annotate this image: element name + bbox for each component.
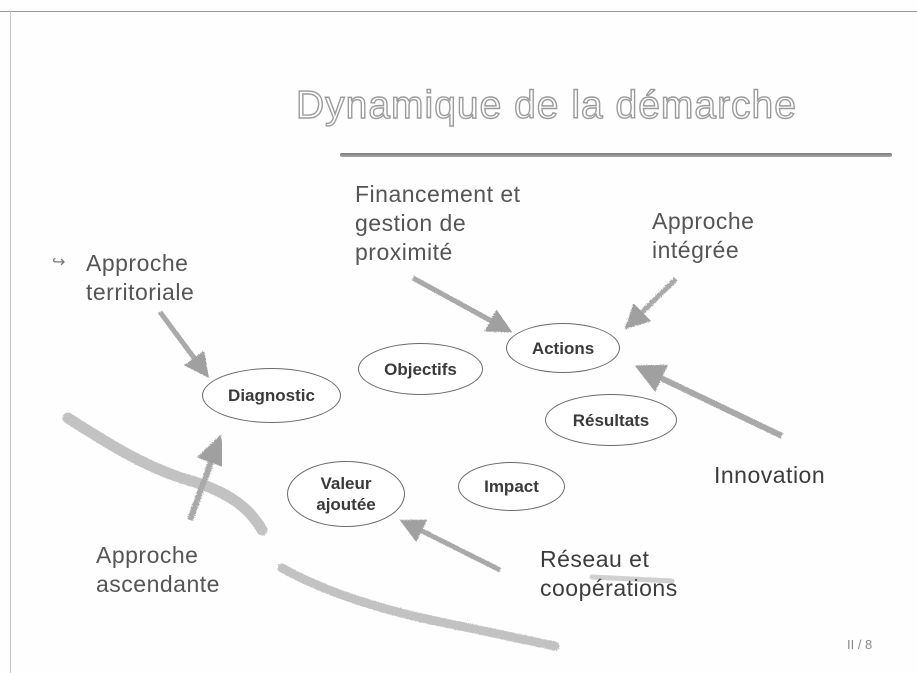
brushstroke-bottom [277,563,560,651]
node-valeur-ajoutee: Valeur ajoutée [287,461,405,527]
node-resultats: Résultats [545,394,677,446]
node-actions: Actions [506,323,620,373]
node-diagnostic: Diagnostic [202,368,341,423]
arrow-reseau-to-valeur [399,519,502,573]
arrow-ascendante-to-diagnostic [187,434,225,522]
label-innovation: Innovation [714,462,826,488]
top-border [0,11,917,12]
label-reseau: Réseau et coopérations [540,546,678,601]
arrow-integree-to-actions [624,277,678,330]
slide-title: Dynamique de la démarche [295,83,797,127]
curved-arrow-icon: ↪ [52,254,66,271]
page-number: II / 8 [847,637,873,652]
arrow-financement-to-actions [411,275,513,333]
brushstroke-left [62,412,268,536]
label-financement: Financement et gestion de proximité [355,181,521,265]
left-border [10,11,11,673]
arrow-territoriale-to-diagnostic [157,310,209,379]
title-underline [340,153,892,157]
arrow-innovation-to-actions [634,364,784,439]
node-impact: Impact [458,462,565,511]
node-objectifs: Objectifs [358,343,483,395]
brushstroke-reseau [589,574,675,584]
label-approche-ascendante: Approche ascendante [96,542,220,597]
label-approche-integree: Approche intégrée [652,208,755,263]
label-approche-territoriale: Approche territoriale [86,250,195,305]
